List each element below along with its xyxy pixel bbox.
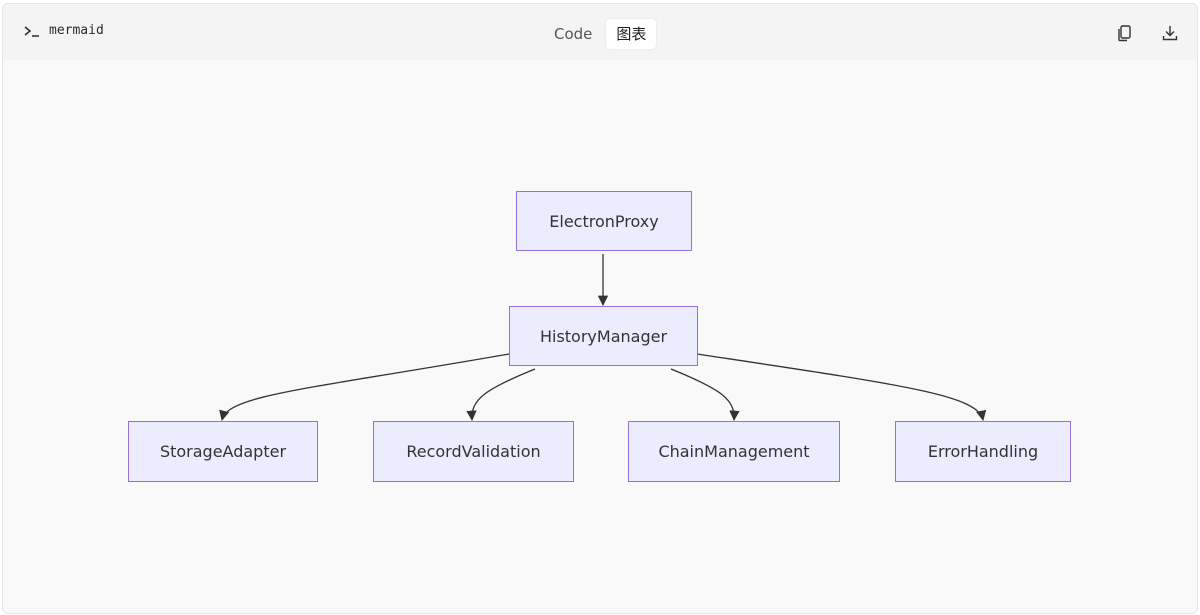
copy-button[interactable] [1113, 21, 1137, 45]
node-errorhandling: ErrorHandling [895, 421, 1071, 482]
edge-historymanager-storageadapter [219, 353, 510, 422]
edges-layer [219, 254, 987, 422]
edge-historymanager-recordvalidation [466, 368, 536, 422]
edge-historymanager-errorhandling [696, 353, 987, 422]
node-chainmanagement: ChainManagement [628, 421, 840, 482]
node-electronproxy: ElectronProxy [516, 191, 692, 251]
copy-icon [1118, 25, 1131, 42]
download-icon [1162, 26, 1178, 41]
tab-chart[interactable]: 图表 [606, 19, 657, 49]
tab-code[interactable]: Code [554, 25, 593, 43]
node-historymanager: HistoryManager [509, 306, 698, 366]
node-storageadapter: StorageAdapter [128, 421, 318, 482]
edge-historymanager-chainmanagement [670, 368, 740, 422]
view-tabs: Code 图表 [544, 19, 657, 49]
download-button[interactable] [1158, 21, 1182, 45]
mermaid-code-block: mermaid Code 图表 [2, 3, 1198, 614]
terminal-prompt-icon [23, 24, 41, 38]
language-name: mermaid [49, 23, 104, 38]
code-block-toolbar: mermaid Code 图表 [3, 4, 1197, 60]
language-label: mermaid [23, 23, 104, 38]
node-recordvalidation: RecordValidation [373, 421, 574, 482]
diagram-canvas: ElectronProxy HistoryManager StorageAdap… [3, 60, 1197, 613]
